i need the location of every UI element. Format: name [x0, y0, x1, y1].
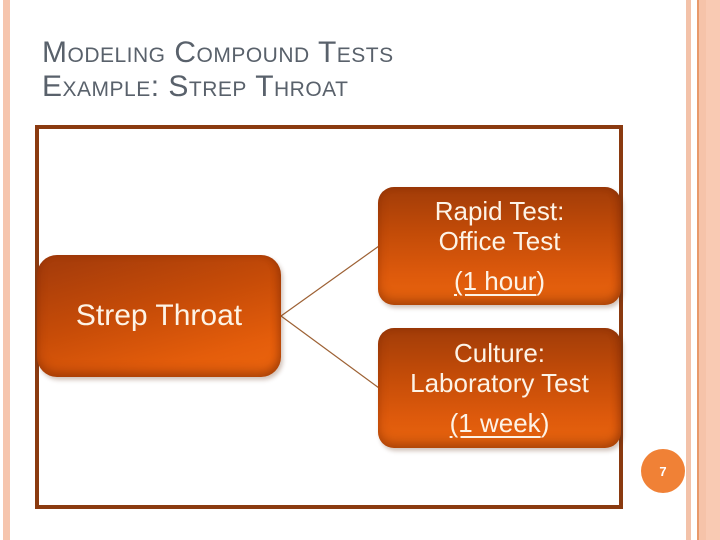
duration-underlined-text: (1 hour	[453, 266, 537, 296]
slide-title-line2: Example: Strep Throat	[42, 70, 349, 103]
diagram-node-strep-throat: Strep Throat	[37, 255, 281, 377]
page-number-badge: 7	[641, 449, 685, 493]
node-line1: Rapid Test:	[434, 196, 565, 226]
node-duration: (1 hour)	[454, 266, 545, 296]
duration-underlined-text: (1 week	[449, 408, 541, 438]
right-edge-stripe-1	[686, 0, 691, 540]
diagram-node-culture: Culture: Laboratory Test (1 week)	[378, 328, 621, 448]
diagram-node-rapid-test: Rapid Test: Office Test (1 hour)	[378, 187, 621, 305]
left-edge-stripe	[3, 0, 10, 540]
right-edge-stripe-4	[706, 0, 720, 540]
node-line1: Culture:	[453, 338, 546, 368]
node-duration: (1 week)	[450, 408, 550, 438]
page-number: 7	[659, 463, 667, 479]
duration-close-paren: )	[536, 266, 546, 296]
node-line2: Laboratory Test	[410, 368, 589, 398]
slide-title-line1: Modeling Compound Tests	[42, 36, 394, 69]
node-line2: Office Test	[438, 226, 561, 256]
node-label: Strep Throat	[75, 299, 243, 332]
slide-title: Modeling Compound Tests Example: Strep T…	[42, 36, 394, 104]
right-edge-stripe-3	[699, 0, 706, 540]
right-edge-stripe-2	[697, 0, 699, 540]
duration-close-paren: )	[540, 408, 550, 438]
